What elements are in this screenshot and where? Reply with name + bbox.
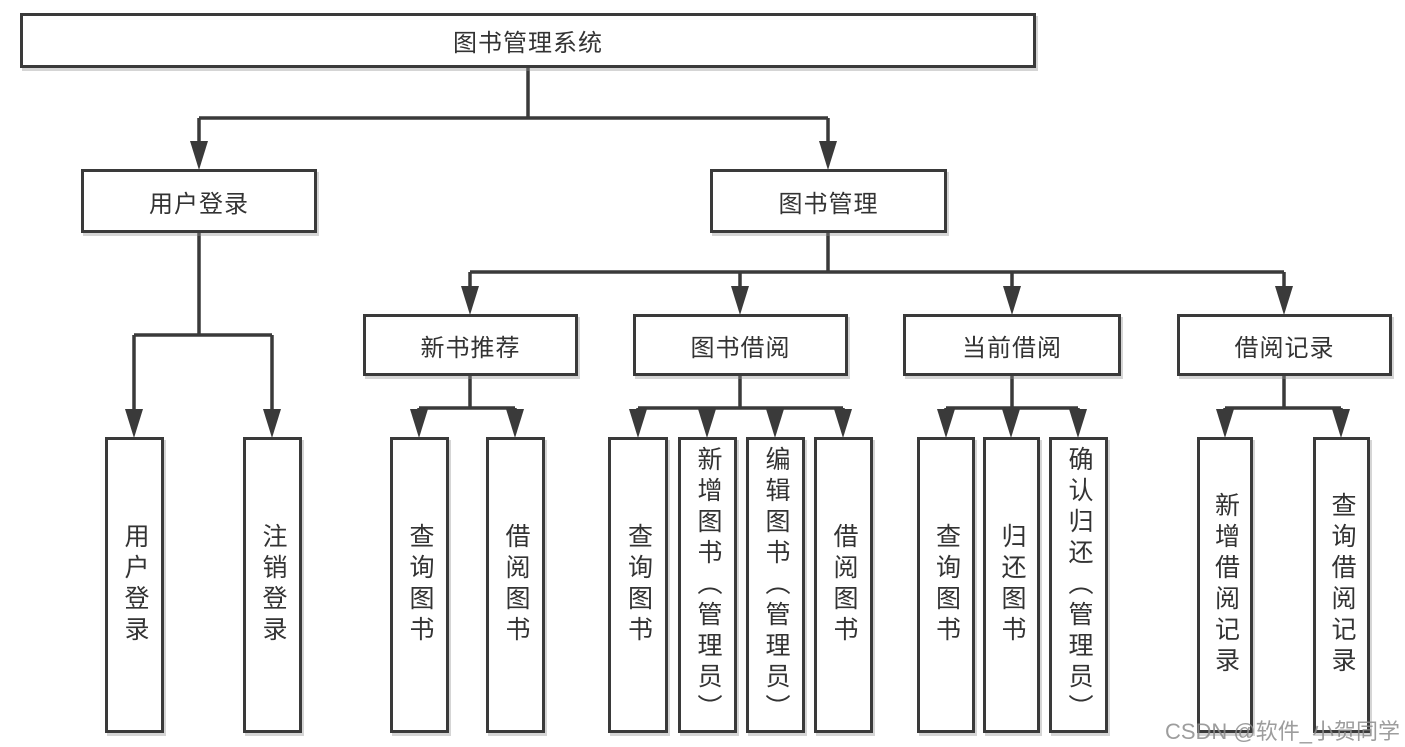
- node-book-borrow: 图书借阅: [633, 314, 848, 376]
- leaf-user-login: 用户登录: [105, 437, 164, 733]
- leaf-edit-book-admin-label: 编辑图书（管理员）: [762, 445, 790, 725]
- node-new-book-recommend-label: 新书推荐: [420, 334, 521, 362]
- leaf-edit-book-admin: 编辑图书（管理员）: [746, 437, 805, 733]
- node-current-borrow: 当前借阅: [903, 314, 1121, 376]
- leaf-logout-label: 注销登录: [259, 523, 287, 647]
- node-borrow-record-label: 借阅记录: [1234, 334, 1335, 362]
- leaf-query-book-3-label: 查询图书: [932, 523, 961, 647]
- node-user-login: 用户登录: [81, 169, 317, 233]
- node-root: 图书管理系统: [20, 13, 1036, 68]
- node-new-book-recommend: 新书推荐: [363, 314, 578, 376]
- leaf-return-book-label: 归还图书: [998, 523, 1026, 647]
- leaf-query-book-2-label: 查询图书: [624, 523, 653, 647]
- leaf-query-book-3: 查询图书: [917, 437, 975, 733]
- node-book-management: 图书管理: [710, 169, 947, 233]
- node-root-label: 图书管理系统: [453, 30, 603, 57]
- node-borrow-record: 借阅记录: [1177, 314, 1392, 376]
- leaf-borrow-book-1-label: 借阅图书: [502, 523, 530, 647]
- leaf-confirm-return-admin-label: 确认归还（管理员）: [1065, 445, 1093, 725]
- leaf-confirm-return-admin: 确认归还（管理员）: [1049, 437, 1108, 733]
- watermark: CSDN @软件_小贺同学: [1164, 719, 1400, 744]
- node-book-borrow-label: 图书借阅: [690, 334, 791, 362]
- leaf-add-borrow-record: 新增借阅记录: [1197, 437, 1253, 733]
- leaf-query-book-1-label: 查询图书: [406, 523, 434, 647]
- leaf-borrow-book-1: 借阅图书: [486, 437, 545, 733]
- leaf-query-book-1: 查询图书: [390, 437, 449, 733]
- leaf-query-book-2: 查询图书: [608, 437, 668, 733]
- leaf-add-book-admin-label: 新增图书（管理员）: [694, 445, 722, 725]
- node-current-borrow-label: 当前借阅: [962, 334, 1062, 362]
- leaf-logout: 注销登录: [243, 437, 302, 733]
- leaf-query-borrow-record: 查询借阅记录: [1313, 437, 1370, 733]
- node-book-management-label: 图书管理: [778, 190, 879, 218]
- leaf-query-borrow-record-label: 查询借阅记录: [1328, 492, 1356, 678]
- leaf-add-book-admin: 新增图书（管理员）: [678, 437, 737, 733]
- leaf-borrow-book-2-label: 借阅图书: [830, 523, 858, 647]
- leaf-borrow-book-2: 借阅图书: [814, 437, 873, 733]
- node-user-login-label: 用户登录: [149, 190, 249, 218]
- leaf-user-login-label: 用户登录: [121, 523, 149, 647]
- leaf-add-borrow-record-label: 新增借阅记录: [1211, 492, 1240, 678]
- leaf-return-book: 归还图书: [983, 437, 1040, 733]
